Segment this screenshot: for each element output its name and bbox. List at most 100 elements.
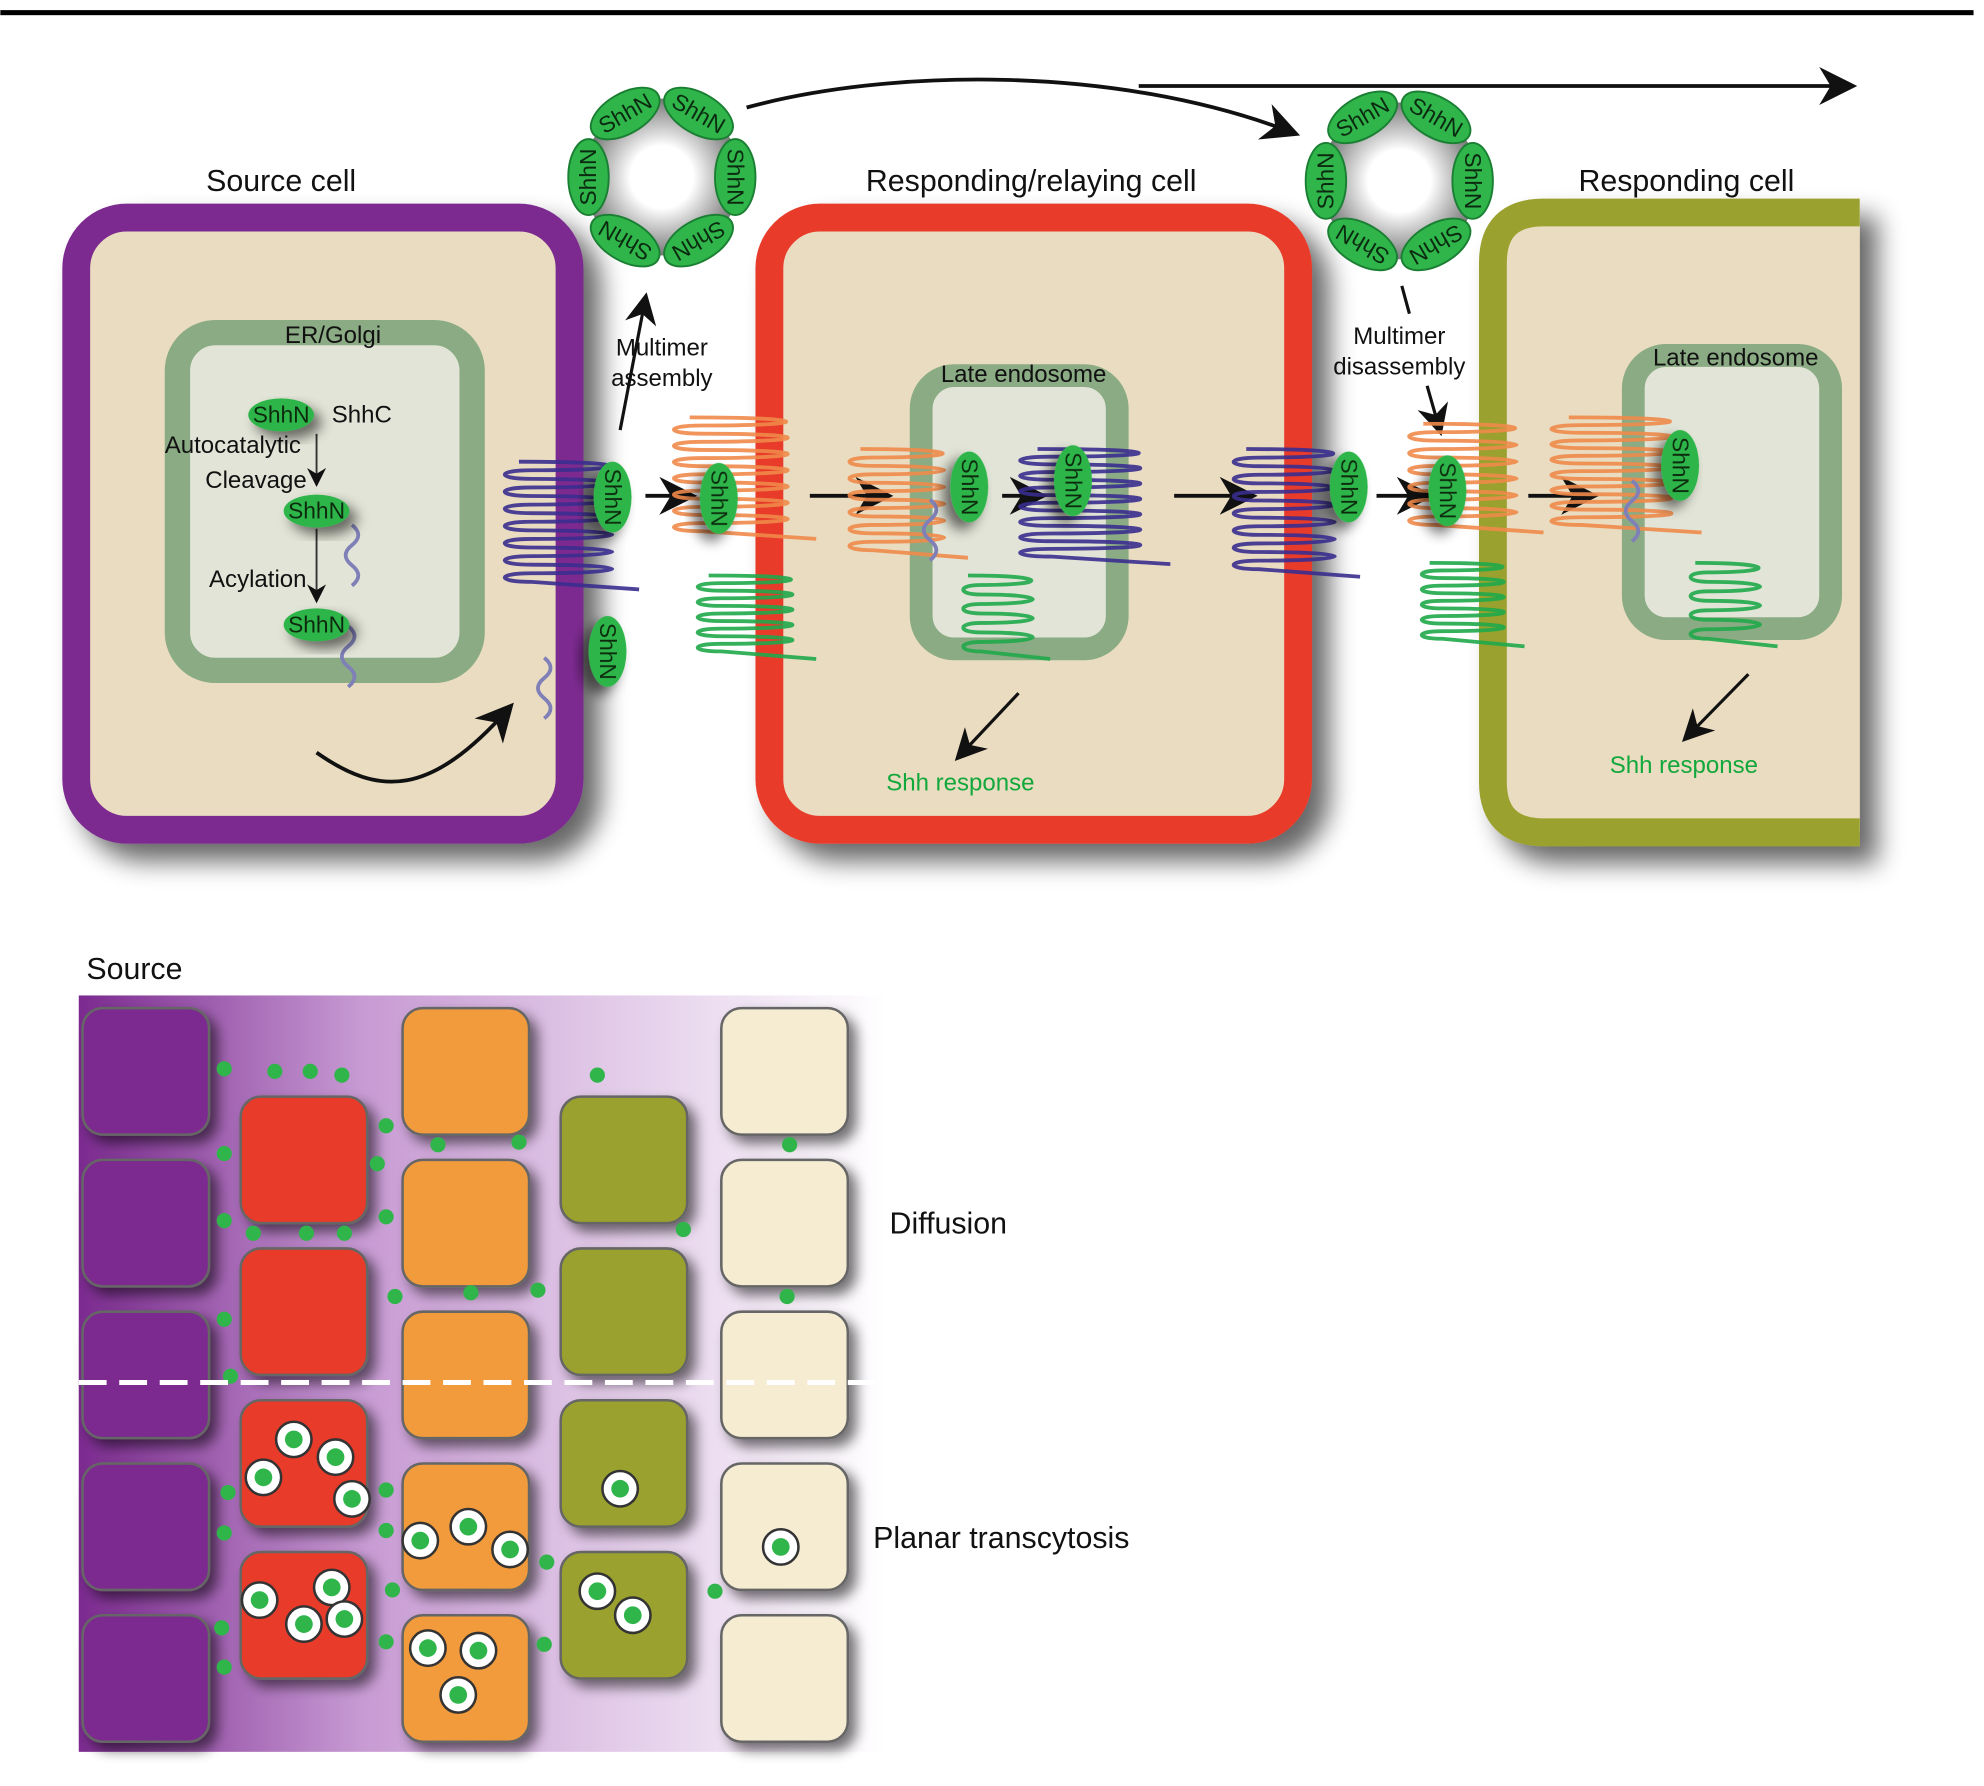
cholesterol-moiety (1623, 479, 1641, 543)
shhn-precursor: ShhN (248, 398, 315, 432)
diffusing-shh (511, 1134, 527, 1150)
diffusing-shh (216, 1311, 232, 1327)
shh-particle (501, 1540, 519, 1559)
shhn-protein (1327, 90, 1398, 145)
shhn-label: ShhN (1460, 152, 1486, 209)
late-endosome-1-label: Late endosome (941, 361, 1107, 388)
transport-arrow-top (746, 77, 1301, 140)
red-tissue-cell (239, 1247, 369, 1377)
orange-tissue-cell (401, 1158, 531, 1288)
shhn-label: ShhN (1336, 459, 1362, 516)
source-tissue-cell (81, 1006, 211, 1136)
smoothened-receptor (961, 573, 1051, 661)
smoothened-receptor (1688, 560, 1778, 649)
patched-receptor (503, 459, 640, 592)
diffusing-shh (707, 1583, 723, 1599)
diffusing-shh (216, 1525, 232, 1541)
shhn-protein (283, 608, 350, 642)
diffusing-shh (220, 1484, 236, 1501)
diffusing-shh (336, 1225, 352, 1241)
diffusing-shh (216, 1061, 232, 1077)
shhn-protein (1661, 430, 1700, 501)
shhn-received: ShhN (1428, 455, 1467, 527)
relaying-cell-label: Responding/relaying cell (866, 165, 1197, 198)
shh-particle (322, 1578, 341, 1597)
response-arrow-1 (954, 692, 1020, 762)
source-tissue-cell (81, 1158, 211, 1288)
olive-tissue-cell (559, 1398, 689, 1528)
shhn-multimer-unit: ShhN (1451, 141, 1494, 220)
diffusing-shh (675, 1221, 691, 1238)
source-tissue-cell (81, 1613, 211, 1743)
secretion-arrow (315, 702, 514, 784)
diffusing-shh (245, 1225, 261, 1241)
diffusing-shh (222, 1368, 239, 1384)
shhn-protein (1327, 217, 1398, 272)
response-arrow-2 (1681, 673, 1750, 742)
shh-response-2: Shh response (1610, 752, 1758, 779)
cholesterol-moiety (536, 656, 553, 720)
diffusing-shh (216, 1145, 232, 1162)
diffusing-shh (267, 1063, 283, 1079)
diffusing-shh (214, 1620, 230, 1636)
multimer-assembly-label: Multimer (616, 334, 708, 361)
shh-particle (326, 1448, 345, 1466)
diffusing-shh (589, 1067, 605, 1083)
diffusing-shh (782, 1137, 798, 1153)
red-tissue-cell (239, 1095, 369, 1225)
shhn-label: ShhN (706, 470, 732, 527)
shh-particle (419, 1639, 437, 1657)
shhn-membrane: ShhN (1329, 451, 1368, 523)
diffusing-shh (216, 1659, 232, 1675)
shhn-protein (1428, 455, 1467, 527)
shhn-acylated: ShhN (283, 608, 350, 642)
cholesterol-moiety (921, 498, 939, 562)
diffusing-shh (536, 1636, 552, 1652)
multimer-core (1320, 102, 1478, 260)
diffusing-shh (463, 1285, 479, 1301)
shhn-label: ShhN (1435, 462, 1461, 519)
shh-particle (623, 1606, 642, 1625)
smoothened-receptor (695, 573, 817, 661)
patched-receptor (847, 447, 969, 560)
diffusing-shh (378, 1482, 394, 1498)
er-golgi-label: ER/Golgi (285, 322, 381, 349)
shhn-multimer-unit: ShhN (714, 138, 757, 216)
shhn-label: ShhN (288, 611, 345, 637)
shhn-protein (589, 213, 661, 268)
orange-tissue-cell (401, 1006, 531, 1136)
cholesterol-moiety (343, 523, 361, 588)
shhn-label: ShhN (575, 149, 601, 206)
shhn-endosome: ShhN (1661, 430, 1700, 501)
source-cell-label: Source cell (206, 165, 356, 198)
patched-receptor (1549, 415, 1702, 535)
olive-tissue-cell (559, 1095, 689, 1225)
shhn-label: ShhN (600, 469, 626, 526)
shhn-protein (283, 494, 350, 528)
shh-particle (254, 1468, 273, 1487)
shhn-label: ShhN (1313, 152, 1339, 209)
diffusing-shh (430, 1137, 446, 1153)
shh-particle (449, 1686, 468, 1704)
source-label: Source (86, 953, 182, 986)
diffusing-shh (539, 1554, 555, 1570)
shh-particle (611, 1479, 629, 1498)
shhn-membrane: ShhN (588, 615, 627, 687)
shhn-label: ShhN (253, 401, 310, 427)
patched-receptor (1232, 447, 1361, 579)
olive-tissue-cell (559, 1247, 689, 1377)
shhn-label: ShhN (288, 498, 345, 524)
diffusing-shh (334, 1067, 350, 1083)
shh-particle (469, 1641, 488, 1660)
cream-tissue-cell (720, 1462, 850, 1592)
shhn-protein (593, 461, 632, 533)
diffusing-shh (378, 1522, 394, 1539)
shhn-label: ShhN (1060, 452, 1086, 509)
disassembly-arrow (1400, 285, 1411, 315)
shh-response-1: Shh response (886, 770, 1034, 797)
cleavage-label: Cleavage (205, 467, 306, 494)
shhn-protein (950, 451, 989, 523)
header-rule (0, 10, 1974, 16)
